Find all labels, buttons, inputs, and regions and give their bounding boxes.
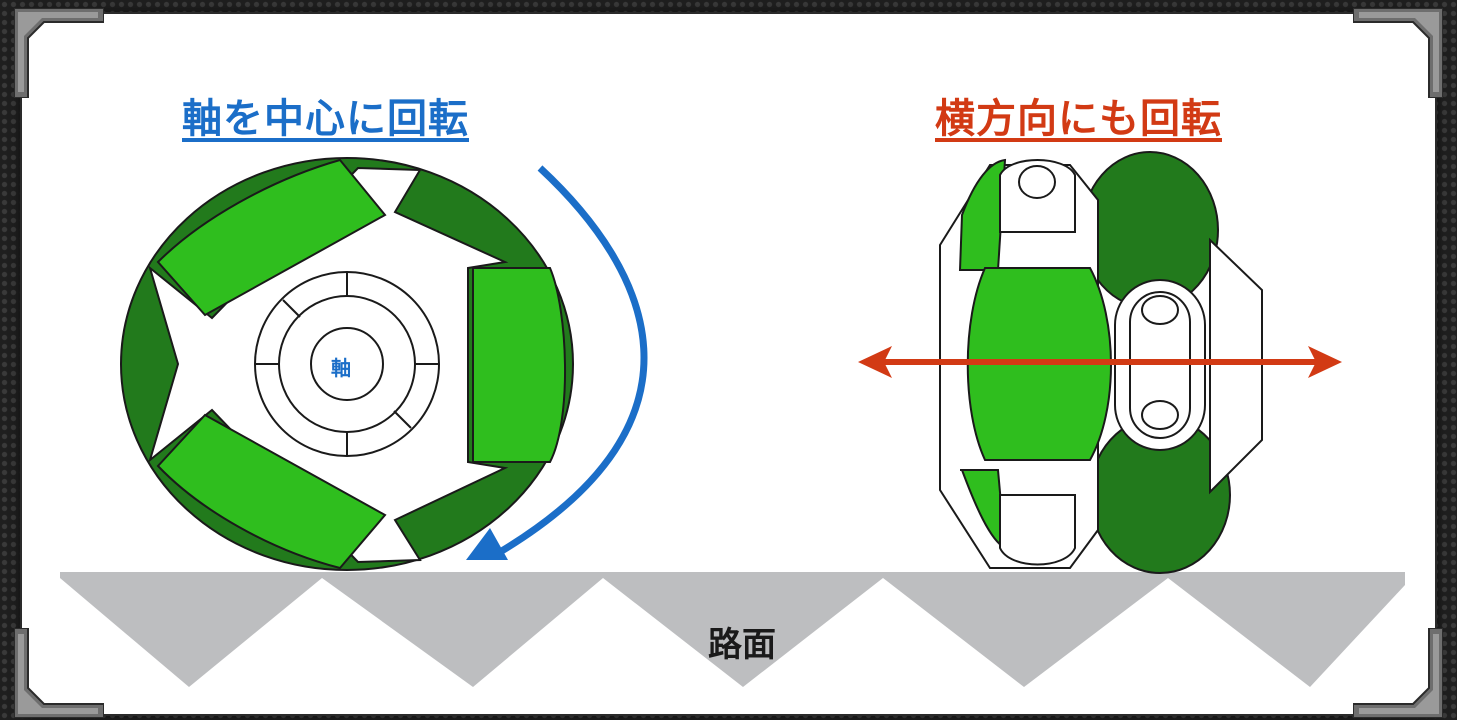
title-rotate-sideways: 横方向にも回転	[935, 96, 1222, 142]
corner-bracket-icon	[14, 628, 104, 718]
road-surface	[60, 572, 1405, 687]
corner-bracket-icon	[14, 8, 104, 98]
title-rotate-on-axle: 軸を中心に回転	[182, 96, 469, 142]
corner-bracket-icon	[1353, 628, 1443, 718]
lateral-arrow-icon	[858, 346, 1342, 378]
wheel-front-view	[120, 157, 574, 571]
road-surface-label: 路面	[708, 625, 776, 665]
corner-bracket-icon	[1353, 8, 1443, 98]
axle-label: 軸	[331, 356, 351, 380]
rotation-arrow-icon	[466, 165, 648, 560]
